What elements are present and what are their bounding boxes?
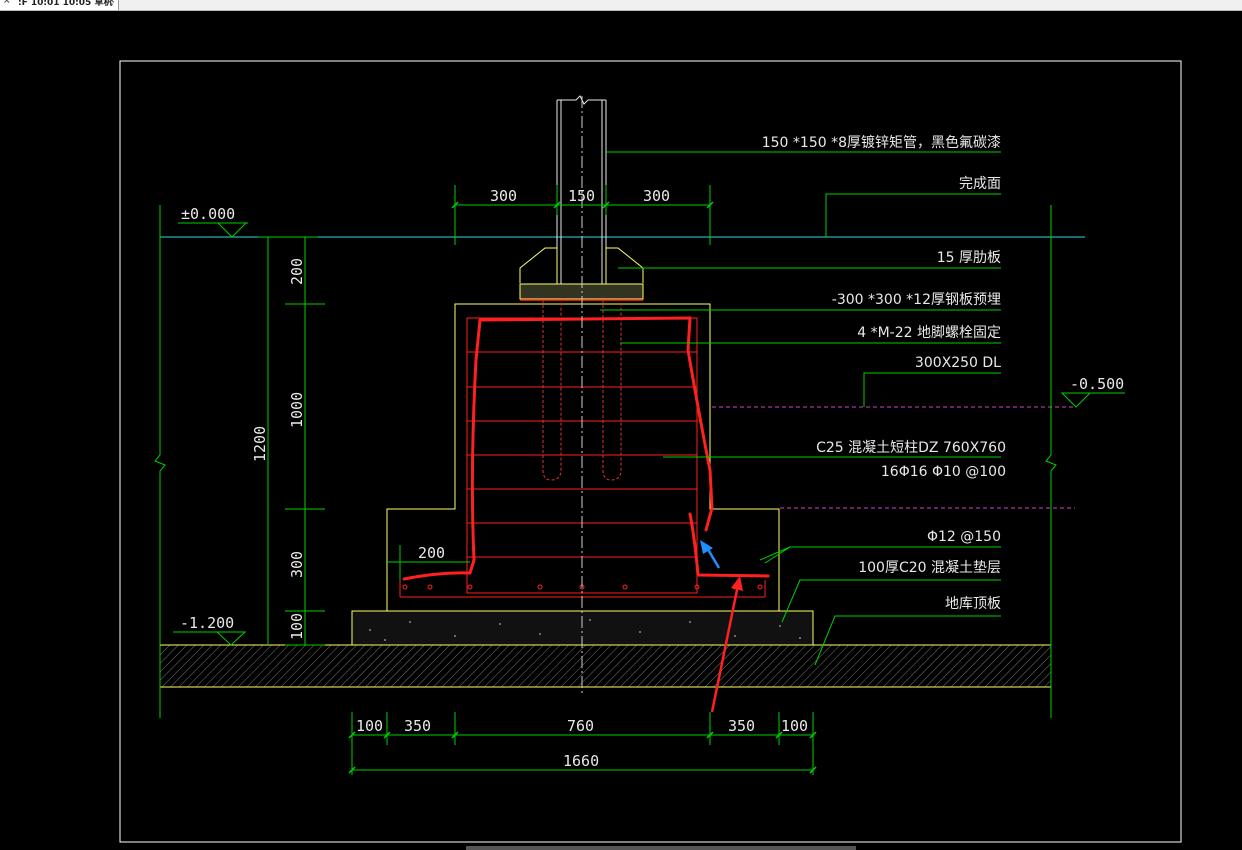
dim-text-bottom-350-left: 350 bbox=[404, 717, 431, 735]
elevation-bottom: -1.200 bbox=[180, 614, 234, 632]
anchor-bolts bbox=[542, 300, 622, 481]
note-footing-rebar: Φ12 @150 bbox=[927, 529, 1001, 545]
hand-drawn-rebar-markup bbox=[402, 316, 770, 581]
close-icon[interactable]: × bbox=[107, 0, 116, 6]
red-arrow bbox=[710, 584, 740, 713]
note-ground-beam: 300X250 DL bbox=[915, 355, 1001, 371]
dim-ticks bbox=[348, 201, 817, 774]
note-column-rebar: 16Φ16 Φ10 @100 bbox=[881, 464, 1006, 480]
footing-outline bbox=[386, 303, 780, 612]
close-icon[interactable]: × bbox=[3, 0, 11, 6]
level-markers bbox=[215, 222, 1092, 646]
dim-text-total-1660: 1660 bbox=[563, 752, 599, 770]
note-steel-tube: 150 *150 *8厚镀锌矩管，黑色氟碳漆 bbox=[762, 134, 1001, 151]
dim-text-bottom-100-left: 100 bbox=[356, 717, 383, 735]
elevation-right: -0.500 bbox=[1070, 375, 1124, 393]
tab-bar: × :F 10:01 10:05 草机 × bbox=[0, 0, 1242, 11]
dim-text-left-200: 200 bbox=[288, 258, 306, 285]
dim-text-300-right: 300 bbox=[643, 187, 670, 205]
red-arrow-head bbox=[731, 576, 743, 591]
note-rib-plate: 15 厚肋板 bbox=[937, 250, 1001, 266]
stiffener-ribs bbox=[519, 247, 644, 283]
viewport-frame bbox=[119, 60, 1182, 843]
dim-text-bottom-760: 760 bbox=[567, 717, 594, 735]
dim-text-300-left: 300 bbox=[490, 187, 517, 205]
drawing-tab[interactable]: × :F 10:01 10:05 草机 × bbox=[0, 0, 120, 10]
tab-title: :F 10:01 10:05 草机 bbox=[18, 0, 113, 8]
note-finish-surface: 完成面 bbox=[959, 176, 1001, 192]
cushion-speckle bbox=[369, 619, 801, 641]
dim-text-left-1000: 1000 bbox=[288, 392, 306, 428]
dim-text-bottom-350-right: 350 bbox=[728, 717, 755, 735]
dim-text-bottom-100-right: 100 bbox=[781, 717, 808, 735]
dim-text-1200: 1200 bbox=[251, 426, 269, 462]
horizontal-scrollbar[interactable] bbox=[466, 846, 856, 850]
note-cushion: 100厚C20 混凝土垫层 bbox=[858, 560, 1001, 576]
elevation-top: ±0.000 bbox=[181, 205, 235, 223]
dim-text-150: 150 bbox=[568, 187, 595, 205]
note-short-column: C25 混凝土短柱DZ 760X760 bbox=[816, 440, 1006, 456]
note-embedded-plate: -300 *300 *12厚钢板预埋 bbox=[832, 292, 1001, 308]
note-anchor-bolts: 4 *M-22 地脚螺栓固定 bbox=[857, 325, 1001, 341]
basement-roof-slab bbox=[159, 644, 1052, 688]
dim-text-left-300: 300 bbox=[288, 551, 306, 578]
dim-text-footing-200: 200 bbox=[418, 544, 445, 562]
note-roof-slab: 地库顶板 bbox=[945, 596, 1001, 612]
blue-arrow-head bbox=[700, 540, 713, 554]
dim-text-left-100: 100 bbox=[288, 613, 306, 640]
